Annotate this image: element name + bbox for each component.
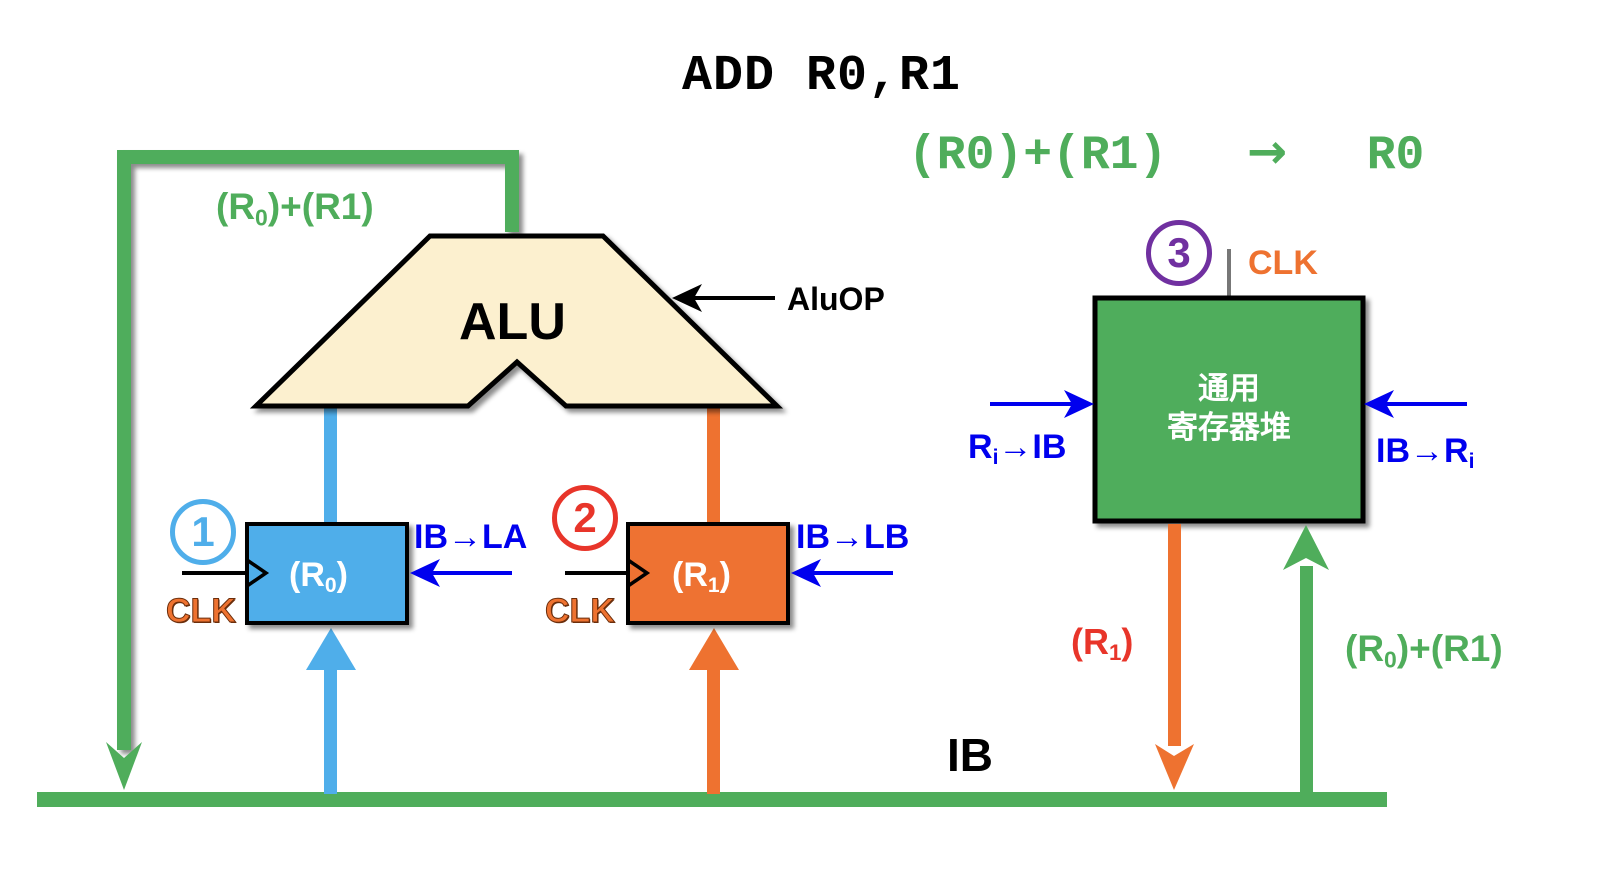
alu-output-label: (R0)+(R1) (216, 186, 374, 231)
register-b-box (626, 522, 790, 625)
ib-to-reg-file-line (1300, 566, 1313, 794)
reg-b-clock-triangle-icon (627, 558, 651, 588)
register-file-box (1092, 295, 1366, 524)
reg-b-to-alu-line (707, 408, 720, 526)
ib-to-reg-b-line (707, 668, 720, 794)
ib-to-reg-file-arrowhead-icon (1283, 525, 1329, 570)
register-b-clk-label: CLK (545, 592, 616, 630)
aluop-signal-label: AluOP (787, 281, 885, 317)
register-b-content: (R1) (672, 556, 731, 597)
operation-lhs: (R0)+(R1) (908, 129, 1168, 183)
alu-output-feedback-line (117, 150, 519, 750)
feedback-arrowhead-icon (106, 742, 142, 790)
register-file-input-label: (R0)+(R1) (1345, 628, 1503, 673)
reg-file-to-ib-line (1168, 524, 1181, 746)
register-file-label: 通用 寄存器堆 (1167, 371, 1291, 446)
register-a-box (245, 522, 409, 625)
internal-bus-label: IB (947, 729, 993, 781)
ib-to-reg-a-line (324, 668, 337, 794)
register-file-output-label: (R1) (1071, 621, 1134, 666)
reg-a-control-arrowhead-icon (410, 559, 440, 587)
register-a-clk-label: CLK (166, 592, 237, 630)
step-3-badge: 3 (1146, 220, 1212, 286)
reg-a-to-alu-line (324, 408, 337, 526)
ib-to-reg-b-arrowhead-icon (689, 628, 739, 670)
instruction-title: ADD R0,R1 (682, 48, 962, 105)
reg-file-out-control-arrowhead-icon (1064, 390, 1094, 418)
reg-b-control-arrowhead-icon (791, 559, 821, 587)
reg-file-in-control-arrowhead-icon (1364, 390, 1394, 418)
aluop-arrowhead-icon (672, 284, 702, 312)
register-file-clk-label: CLK (1248, 244, 1318, 282)
register-a-content: (R0) (289, 556, 348, 597)
step-2-badge: 2 (552, 485, 618, 551)
step-1-badge: 1 (170, 499, 236, 565)
register-file-in-control-label: IB→Ri (1376, 432, 1475, 473)
internal-bus (37, 792, 1387, 807)
reg-a-clock-triangle-icon (246, 558, 270, 588)
alu-shape (249, 233, 784, 409)
operation-rhs: R0 (1366, 129, 1425, 183)
reg-file-to-ib-arrowhead-icon (1155, 744, 1194, 790)
register-file-out-control-label: Ri→IB (968, 428, 1067, 469)
register-b-control-label: IB→LB (796, 518, 910, 556)
operation-formula: (R0)+(R1) → R0 (908, 128, 1424, 180)
ib-to-reg-a-arrowhead-icon (306, 628, 356, 670)
register-a-control-label: IB→LA (414, 518, 528, 556)
operation-arrow-icon: → (1246, 124, 1288, 180)
alu-label: ALU (459, 293, 566, 351)
